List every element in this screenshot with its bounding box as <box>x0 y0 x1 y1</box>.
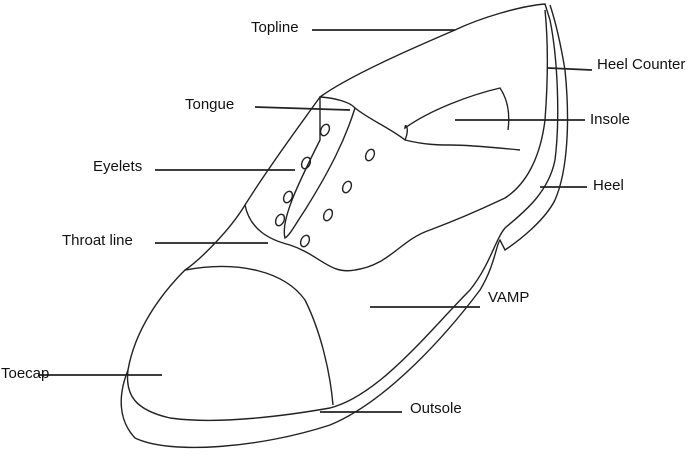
tongue-leader <box>254 106 351 111</box>
label-eyelets: Eyelets <box>93 158 143 175</box>
eyelet <box>364 148 376 162</box>
vamp-throat <box>244 9 548 272</box>
eyelet <box>299 234 311 248</box>
label-heel: Heel <box>593 177 624 194</box>
label-insole: Insole <box>590 111 631 128</box>
eyelet <box>300 156 312 170</box>
eyelet <box>282 190 294 204</box>
upper-outline <box>126 3 559 422</box>
heel-counter-leader <box>547 67 593 71</box>
quarter-edge <box>354 107 521 151</box>
label-throat-line: Throat line <box>62 232 133 249</box>
label-toecap: Toecap <box>1 365 50 382</box>
label-topline: Topline <box>251 19 299 36</box>
toecap-line <box>184 265 334 406</box>
insole-line <box>404 87 510 141</box>
eyelet <box>341 180 353 194</box>
eyelet <box>322 208 334 222</box>
tongue-outline <box>283 96 356 240</box>
label-tongue: Tongue <box>185 96 235 113</box>
label-outsole: Outsole <box>410 400 462 417</box>
eyelet <box>319 123 331 137</box>
eyelet <box>274 213 286 227</box>
outsole-outline <box>120 4 569 449</box>
label-vamp: VAMP <box>488 289 530 306</box>
label-heel-counter: Heel Counter <box>597 56 686 73</box>
